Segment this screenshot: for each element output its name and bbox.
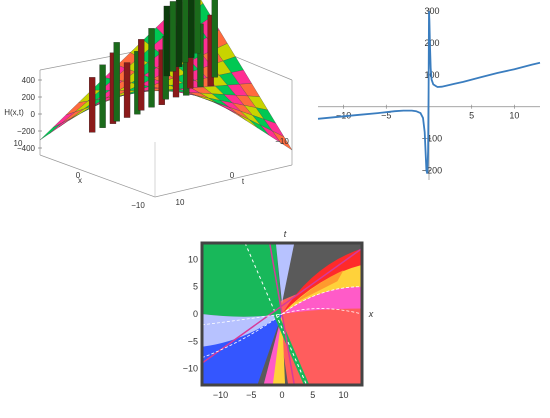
contour-t-axis-label: t [284, 229, 287, 239]
line-x-tick-label: 5 [469, 111, 474, 121]
surface-ridge-wall [123, 62, 131, 118]
contour-dash-curve [281, 308, 362, 315]
contour-region-green [202, 243, 282, 317]
surface-z-tick-label: 200 [22, 93, 36, 102]
contour-x-tick-label: 5 [310, 390, 315, 400]
surface-ridge-wall [88, 77, 96, 133]
line-y-tick-label: 300 [424, 6, 439, 16]
contour-dash-curve [202, 313, 283, 326]
surface-z-tick-label: 400 [22, 76, 36, 85]
line-y-tick-label: −100 [422, 134, 442, 144]
contour-y-tick-label: −10 [183, 364, 198, 374]
surface-ridge-wall [99, 64, 106, 128]
surface-patch [52, 111, 76, 128]
surface-z-tick-label: 0 [31, 110, 36, 119]
contour-x-tick-label: 0 [279, 390, 284, 400]
surface-ridge-wall [175, 0, 183, 68]
line-x-tick-label: 10 [509, 111, 519, 121]
surface-ridge-wall [148, 28, 155, 108]
contour-region-pink [282, 286, 362, 314]
contour-x-tick-label: 10 [339, 390, 349, 400]
contour-x-axis-label: x [368, 309, 374, 319]
contour-dash-curve [202, 313, 283, 359]
surface-patch [272, 130, 293, 151]
surface-t-tick-label: 0 [230, 171, 235, 180]
surface-ridge-wall [113, 42, 120, 122]
contour-line-magenta [202, 247, 362, 364]
contour-y-tick-label: −5 [188, 336, 198, 346]
contour-regions [202, 243, 362, 385]
line-y-tick-label: 200 [424, 38, 439, 48]
surface-x-tick-label: 0 [76, 171, 81, 180]
surface-t-tick-label: −10 [275, 137, 289, 146]
surface-ridge-wall [194, 0, 201, 54]
surface-ridge-wall [169, 1, 177, 72]
contour-plot: −10 −5 0 5 10 10 5 0 −5 −10 t x [183, 229, 374, 400]
surface-plot-panel: 400 200 0 −200 −400 H(x,t) 10 0 −10 x 10 0 −10 t [0, 0, 300, 220]
contour-band-dash [244, 243, 308, 385]
contour-region-orange [294, 270, 344, 304]
surface-z-tick-label: −400 [17, 144, 36, 153]
surface-t-tick-label: 10 [176, 198, 185, 207]
surface-plot: 400 200 0 −200 −400 H(x,t) 10 0 −10 x 10 0 −10 t [4, 0, 293, 210]
contour-y-tick-label: 0 [193, 309, 198, 319]
surface-z-axis-label: H(x,t) [4, 108, 24, 117]
line-x-tick-label: −5 [381, 111, 391, 121]
surface-ridge-wall [138, 39, 145, 111]
surface-x-tick-label: 10 [14, 139, 23, 148]
contour-x-tick-label: −5 [246, 390, 256, 400]
surface-ridge-wall [182, 0, 189, 63]
contour-frame [200, 241, 364, 387]
contour-y-tick-label: 5 [193, 282, 198, 292]
surface-ridge-wall [188, 0, 195, 58]
surface-x-axis-label: x [78, 176, 82, 185]
contour-region-lavender-upper [275, 243, 295, 304]
surface-patch [39, 122, 63, 141]
line-y-tick-label: −200 [422, 165, 442, 175]
surface-z-tick-label: −200 [17, 127, 36, 136]
contour-region-blue [202, 314, 282, 385]
line-series [317, 11, 541, 174]
contour-x-tick-label: −10 [213, 390, 228, 400]
contour-plot-panel: −10 −5 0 5 10 10 5 0 −5 −10 t x [180, 225, 380, 413]
surface-ridge-wall [163, 5, 171, 77]
surface-x-tick-label: −10 [131, 201, 145, 210]
contour-y-tick-label: 10 [188, 254, 198, 264]
surface-t-axis-label: t [242, 177, 245, 186]
contour-dash-curve [281, 286, 362, 315]
surface-ridge-wall [211, 0, 218, 78]
